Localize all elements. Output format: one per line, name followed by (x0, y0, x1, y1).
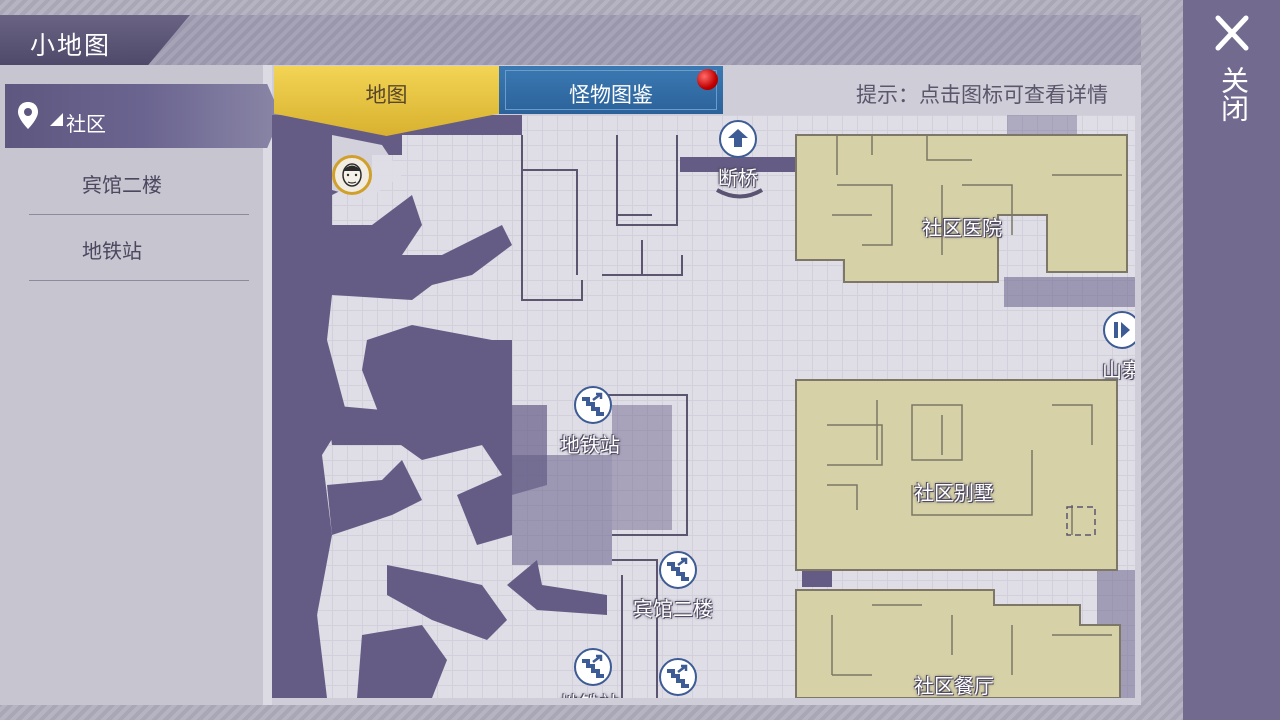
sidebar-item-label: 宾馆二楼 (82, 173, 162, 197)
stairs-icon[interactable] (659, 658, 697, 696)
map-label-villa: 社区别墅 (914, 481, 994, 505)
header-bar (0, 15, 1141, 65)
player-avatar-icon[interactable] (332, 155, 372, 195)
stairs-icon[interactable] (574, 386, 612, 424)
map-label-restaurant: 社区餐厅 (914, 674, 994, 698)
minimap[interactable]: 断桥 社区医院 山寨 地铁站 社区别墅 宾馆二楼 地铁站 (272, 115, 1135, 698)
tab-map-label[interactable]: 地图 (365, 83, 408, 107)
tab-monster-border (505, 70, 717, 110)
hint-text: 提示：点击图标可查看详情 (856, 83, 1108, 107)
map-label-camp: 山寨 (1102, 358, 1135, 382)
map-label-hotel-2f: 宾馆二楼 (633, 597, 713, 621)
map-label-subway: 地铁站 (560, 433, 620, 457)
notification-dot-icon (697, 69, 718, 90)
sidebar-item-label: 社区 (66, 112, 106, 136)
location-pin-icon (18, 102, 38, 129)
tab-monster-label[interactable]: 怪物图鉴 (569, 83, 653, 107)
gate-icon[interactable] (1103, 311, 1135, 349)
close-button[interactable]: 关闭 (1217, 66, 1250, 122)
sidebar-item-subway[interactable]: 地铁站 (29, 214, 249, 281)
sidebar-divider (263, 65, 272, 705)
map-label-subway-2: 地铁站 (560, 688, 620, 698)
close-panel[interactable] (1183, 0, 1280, 720)
tab-monster-guide[interactable] (499, 66, 723, 114)
sidebar-item-hotel-2f[interactable]: 宾馆二楼 (29, 148, 249, 215)
stairs-icon[interactable] (574, 648, 612, 686)
close-icon[interactable] (1210, 13, 1254, 53)
up-arrow-icon[interactable] (719, 120, 757, 158)
map-terrain (272, 115, 1135, 698)
sidebar-item-active[interactable] (5, 84, 281, 148)
stairs-icon[interactable] (659, 551, 697, 589)
sidebar (0, 65, 263, 705)
triangle-icon (50, 113, 63, 126)
map-label-bridge: 断桥 (718, 166, 758, 190)
sidebar-item-label: 地铁站 (82, 239, 142, 263)
page-title: 小地图 (30, 31, 112, 60)
map-label-hospital: 社区医院 (922, 216, 1002, 240)
